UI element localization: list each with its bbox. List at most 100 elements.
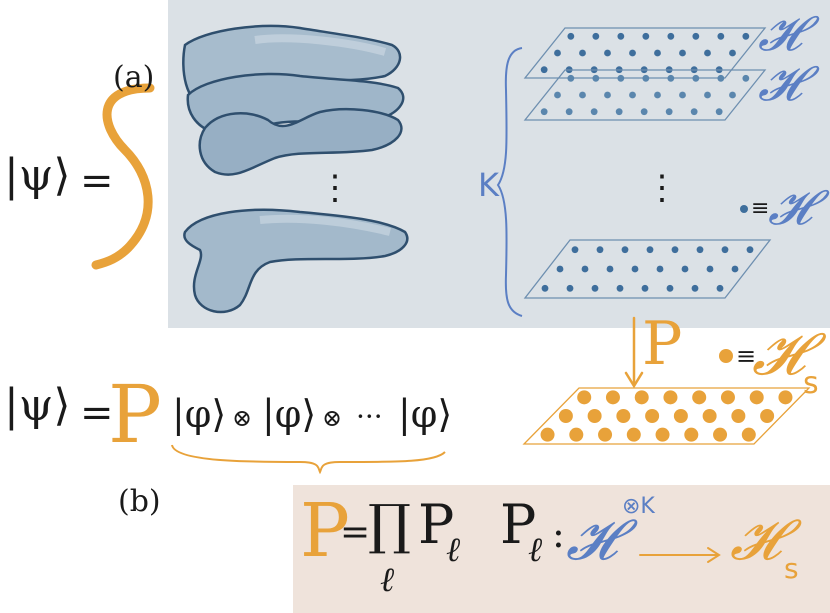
lattice-site — [715, 108, 723, 116]
map-hilbert-s: 𝓗 — [730, 508, 781, 573]
lattice-site — [640, 108, 648, 116]
lattice-site — [605, 390, 620, 405]
blob-shape-4 — [183, 208, 409, 314]
lattice-site — [566, 284, 574, 292]
lattice-site — [616, 284, 624, 292]
single-site-dot-orange — [719, 349, 733, 363]
psi-ket-b: |ψ⟩ — [4, 380, 71, 431]
lattice-site — [621, 246, 629, 254]
lattice-site — [717, 32, 725, 40]
formula-p: P — [300, 488, 350, 574]
lattice-site — [681, 265, 689, 273]
lattice-site — [631, 265, 639, 273]
lattice-site — [592, 74, 600, 82]
lattice-site — [704, 91, 711, 99]
lattice-site — [641, 284, 649, 292]
equals-a: = — [80, 158, 114, 204]
lattice-plane-3 — [523, 239, 772, 299]
lattice-site — [704, 49, 711, 57]
lattice-site — [626, 427, 641, 442]
hilbert-s-subscript: s — [803, 366, 819, 401]
lattice-site — [742, 32, 750, 40]
formula-p-ell-index: ℓ — [446, 530, 461, 570]
psi-ket-a: |ψ⟩ — [4, 150, 71, 201]
lattice-site — [702, 409, 717, 423]
lattice-site — [540, 66, 548, 74]
lattice-site — [606, 265, 614, 273]
hilbert-label-3: 𝓗 — [768, 180, 812, 236]
lattice-plane-3-outline — [523, 239, 772, 299]
map-hilbert-s-subscript: s — [784, 552, 799, 585]
lattice-site — [663, 390, 678, 405]
lattice-site — [729, 49, 736, 57]
lattice-site — [717, 74, 725, 82]
lattice-site — [679, 91, 686, 99]
lattice-site — [558, 409, 573, 423]
lattice-site — [692, 390, 707, 405]
lattice-site — [656, 265, 664, 273]
lattice-site — [596, 246, 604, 254]
map-tensor-k: ⊗K — [622, 494, 655, 519]
lattice-site — [604, 91, 611, 99]
formula-product-index: ℓ — [380, 560, 395, 600]
lattice-site — [617, 32, 625, 40]
label-b: (b) — [118, 484, 161, 519]
map-arrow — [639, 547, 721, 563]
lattice-site — [654, 49, 661, 57]
lattice-site — [665, 108, 673, 116]
lattice-site — [742, 74, 750, 82]
formula-equals: = — [340, 512, 371, 553]
projection-arrow — [624, 316, 644, 389]
lattice-site — [645, 409, 660, 423]
lattice-site — [667, 74, 675, 82]
integral-icon — [91, 83, 155, 270]
lattice-site — [541, 284, 549, 292]
lattice-site — [554, 91, 561, 99]
orange-lattice-outline — [522, 387, 811, 445]
cdots: ··· — [356, 400, 383, 433]
projector-p-main: P — [108, 368, 162, 461]
lattice-site — [571, 246, 579, 254]
lattice-site — [691, 284, 699, 292]
lattice-site — [741, 427, 756, 442]
lattice-site — [667, 32, 675, 40]
lattice-site — [666, 284, 674, 292]
k-brace — [496, 47, 523, 317]
lattice-site — [579, 91, 586, 99]
otimes-1: ⊗ — [232, 404, 253, 432]
map-colon: : — [552, 512, 565, 556]
formula-p-ell: P — [418, 493, 455, 556]
lattice-site — [591, 284, 599, 292]
lattice-site — [577, 390, 592, 405]
lattice-site — [617, 74, 625, 82]
lattice-site — [569, 427, 584, 442]
lattice-plane-2 — [523, 69, 767, 121]
lattice-plane-1-outline — [523, 27, 767, 79]
lattice-site — [746, 246, 754, 254]
panel-b-background — [293, 485, 830, 613]
phi-ket-1: |φ⟩ — [172, 392, 227, 436]
lattice-site — [634, 390, 649, 405]
lattice-site — [590, 108, 598, 116]
equiv-sign-b: ≡ — [736, 342, 757, 370]
map-hilbert: 𝓗 — [566, 508, 617, 573]
projector-p-arrow: P — [642, 309, 683, 379]
orange-lattice-plane — [522, 387, 811, 445]
lattice-site — [731, 265, 739, 273]
lattice-site — [616, 409, 631, 423]
hilbert-label-1: 𝓗 — [758, 6, 802, 62]
map-p-index: ℓ — [528, 530, 543, 570]
hilbert-label-2: 𝓗 — [758, 56, 802, 112]
otimes-2: ⊗ — [322, 404, 343, 432]
lattice-site — [615, 108, 623, 116]
lattice-site — [642, 32, 650, 40]
blob-shape-3 — [198, 107, 403, 176]
equals-b: = — [80, 390, 114, 436]
lattice-site — [690, 108, 698, 116]
lattice-site — [760, 409, 775, 423]
lattice-site — [721, 246, 729, 254]
formula-product: ∏ — [368, 493, 411, 556]
lattice-site — [720, 390, 735, 405]
product-underbrace — [171, 444, 446, 475]
lattice-plane-2-outline — [523, 69, 767, 121]
